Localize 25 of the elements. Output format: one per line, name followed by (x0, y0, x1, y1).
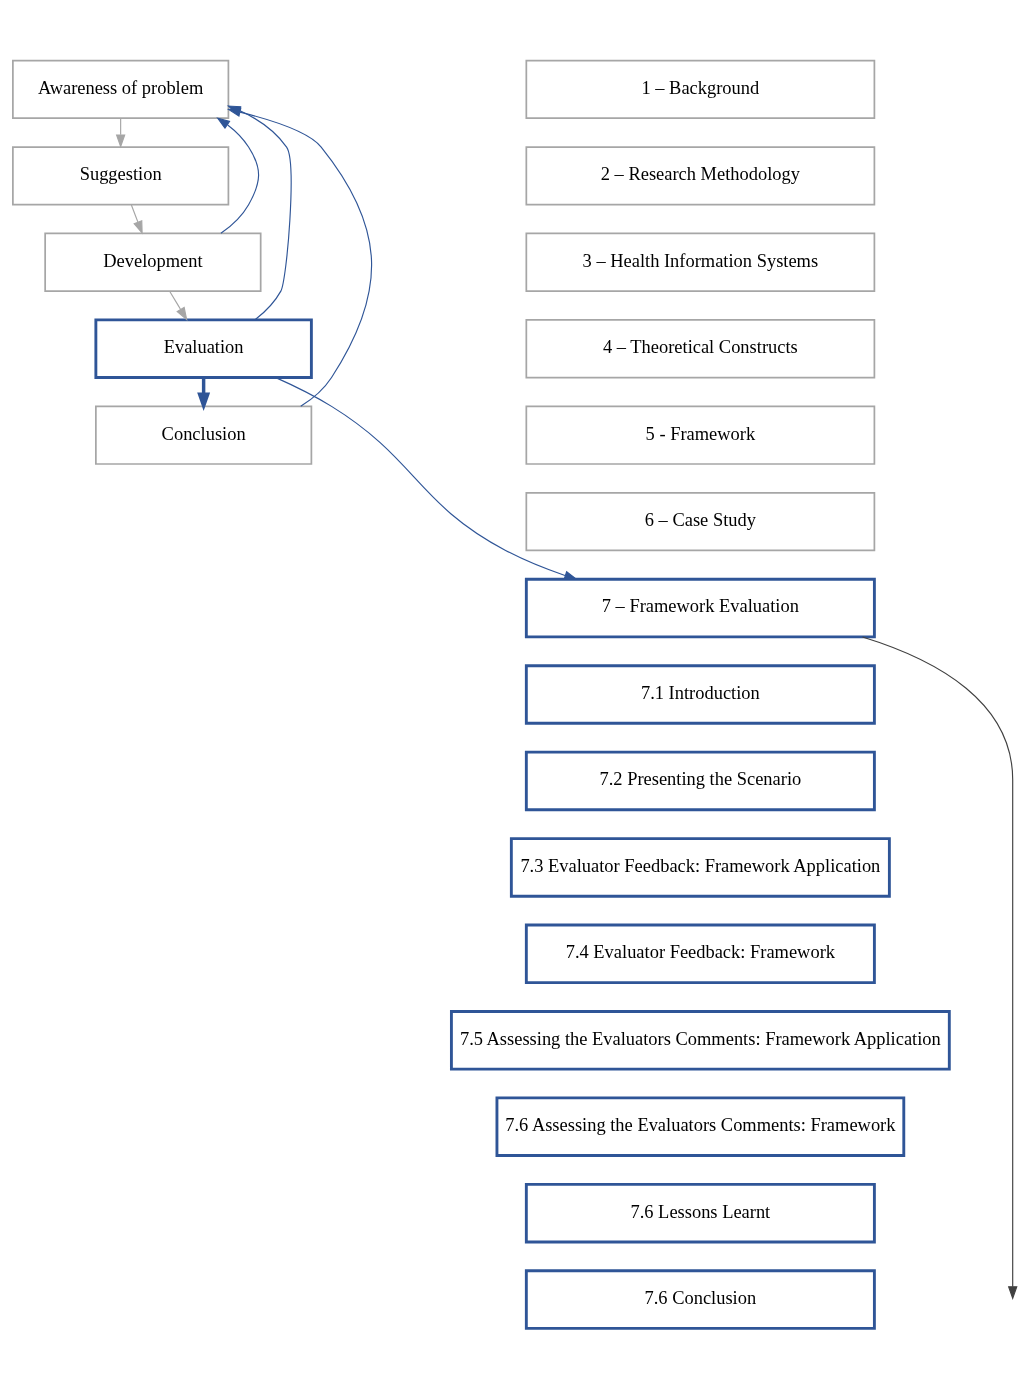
node-box: Conclusion (95, 405, 313, 465)
node-box: 1 – Background (525, 59, 876, 120)
node-box: Awareness of problem (12, 59, 230, 120)
node-box: 7.4 Evaluator Feedback: Framework (524, 923, 876, 985)
node-box: 2 – Research Methodology (525, 146, 876, 206)
node-box: Development (44, 232, 262, 292)
node-box: 7.6 Lessons Learnt (524, 1182, 876, 1244)
arrow (130, 204, 143, 235)
node-box: 4 – Theoretical Constructs (525, 319, 876, 379)
node-box: 6 – Case Study (525, 491, 876, 552)
node-box: 7 – Framework Evaluation (524, 577, 876, 639)
node-box: 7.3 Evaluator Feedback: Framework Application (509, 837, 891, 898)
arrow (275, 377, 578, 581)
node-box: 5 - Framework (525, 405, 876, 465)
node-box: 7.1 Introduction (524, 664, 876, 725)
node-box: 7.2 Presenting the Scenario (524, 750, 876, 812)
node-box: Suggestion (12, 146, 230, 206)
node-box: 7.6 Assessing the Evaluators Comments: Framework (495, 1096, 906, 1157)
arrow (861, 636, 1018, 1301)
node-box: 7.6 Conclusion (524, 1269, 876, 1330)
node-box: 3 – Health Information Systems (525, 232, 876, 292)
node-box: Evaluation (94, 318, 313, 379)
arrow (169, 290, 188, 321)
arrow (216, 117, 260, 234)
node-box: 7.5 Assessing the Evaluators Comments: Framework Application (450, 1010, 951, 1071)
